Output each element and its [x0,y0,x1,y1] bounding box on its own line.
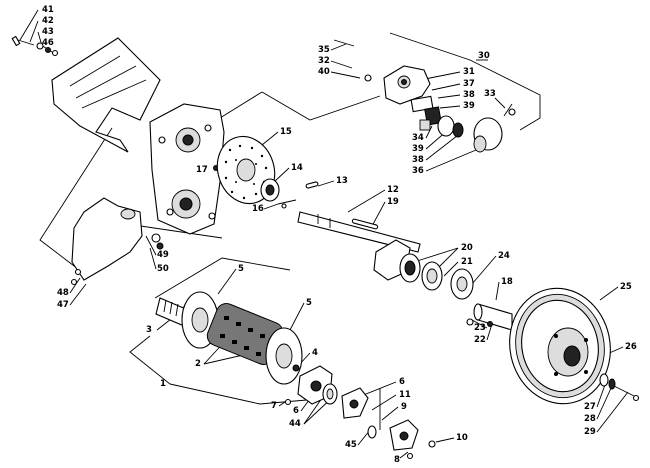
callout-32: 32 [318,56,330,66]
callout-5: 5 [238,264,244,274]
hub-bolt-stack [599,373,640,402]
callout-17: 17 [196,165,208,175]
bolt-stack-41-46 [11,35,59,57]
callout-24: 24 [498,251,510,261]
callout-34: 34 [412,133,424,143]
callout-6: 6 [399,377,405,387]
callout-49: 49 [157,250,169,260]
callout-50: 50 [157,264,169,274]
callout-45: 45 [345,440,357,450]
callout-5: 5 [306,298,312,308]
callout-43: 43 [42,27,54,37]
callout-14: 14 [291,163,303,173]
callout-25: 25 [620,282,632,292]
callout-20: 20 [461,243,473,253]
callout-39: 39 [412,144,424,154]
callout-2: 2 [195,359,201,369]
callout-10: 10 [456,433,468,443]
callout-38: 38 [412,155,424,165]
callout-3: 3 [146,325,152,335]
callout-16: 16 [252,204,264,214]
callout-9: 9 [401,402,407,412]
callout-31: 31 [463,67,475,77]
callout-labels: 4142434635324030313738393334393836151417… [42,5,637,465]
callout-7: 7 [271,401,277,411]
bearing-spacer-stack [373,239,513,331]
callout-38: 38 [463,90,475,100]
callout-35: 35 [318,45,330,55]
callout-21: 21 [461,257,473,267]
callout-47: 47 [57,300,69,310]
callout-44: 44 [289,419,301,429]
callout-1: 1 [160,379,166,389]
callout-40: 40 [318,67,330,77]
brake-caliper-assembly [333,39,516,153]
callout-26: 26 [625,342,637,352]
callout-30: 30 [478,51,490,61]
driven-wheel [509,287,611,405]
callout-12: 12 [387,185,399,195]
key-13 [305,181,319,189]
callout-33: 33 [484,89,496,99]
callout-39: 39 [463,101,475,111]
brake-disc [216,135,276,205]
bearing-flange-parts [297,365,436,460]
callout-23: 23 [474,323,486,333]
callout-36: 36 [412,166,424,176]
callout-27: 27 [584,402,596,412]
callout-15: 15 [280,127,292,137]
callout-18: 18 [501,277,513,287]
callout-48: 48 [57,288,69,298]
callout-42: 42 [42,16,54,26]
callout-13: 13 [336,176,348,186]
lower-bracket-plate [70,197,164,286]
callout-37: 37 [463,79,475,89]
chaincase-cover-plate [51,37,161,153]
chaincase-housing [149,103,225,235]
callout-46: 46 [42,38,54,48]
callout-41: 41 [42,5,54,15]
disc-hub [260,178,297,209]
callout-6: 6 [293,406,299,416]
callout-19: 19 [387,197,399,207]
callout-8: 8 [394,455,400,465]
drive-axle-assembly [155,291,303,406]
callout-22: 22 [474,335,486,345]
callout-28: 28 [584,414,596,424]
callout-11: 11 [399,390,411,400]
drive-shaft [297,211,421,253]
callout-29: 29 [584,427,596,437]
callout-4: 4 [312,348,318,358]
